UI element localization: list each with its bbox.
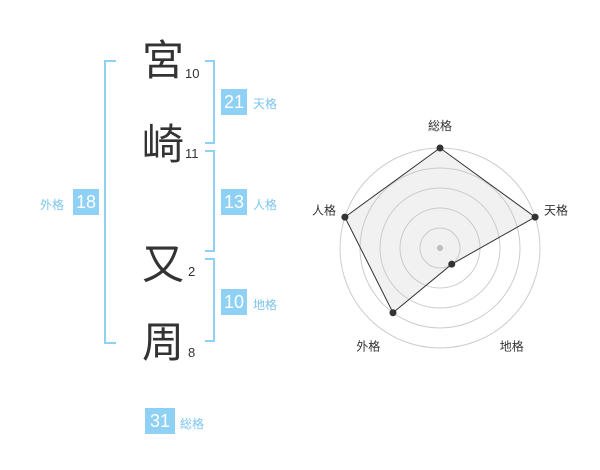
radar-data-polygon — [344, 147, 537, 314]
given-char-2: 周 — [142, 318, 185, 367]
gaikaku-value: 18 — [73, 189, 99, 215]
radar-point-1 — [436, 144, 444, 152]
chikaku-bracket — [205, 258, 215, 342]
tenkaku-bracket — [205, 60, 215, 144]
radar-axis-label-5: 人格 — [312, 202, 336, 217]
chikaku-value: 10 — [221, 289, 247, 315]
tenkaku-value: 21 — [221, 89, 247, 115]
stroke-count-4: 8 — [188, 345, 196, 360]
radar-axis-label-2: 天格 — [544, 202, 568, 217]
chikaku-label: 地格 — [253, 298, 278, 312]
radar-axis-label-4: 外格 — [356, 339, 380, 354]
radar-ring-1 — [419, 227, 461, 269]
radar-point-2 — [531, 213, 539, 221]
radar-axis-label-3: 地格 — [500, 339, 524, 354]
gaikaku-bracket — [104, 60, 116, 344]
jinkaku-bracket — [205, 150, 215, 252]
radar-center-dot — [437, 245, 443, 251]
stroke-count-1: 10 — [185, 66, 200, 81]
soukaku-value: 31 — [145, 408, 175, 434]
stroke-count-2: 11 — [185, 146, 199, 161]
tenkaku-label: 天格 — [253, 97, 278, 111]
radar-point-3 — [448, 260, 456, 268]
stroke-count-3: 2 — [188, 264, 196, 279]
gaikaku-label: 外格 — [40, 198, 65, 212]
given-char-1: 又 — [142, 240, 185, 289]
radar-ring-3 — [379, 187, 501, 309]
radar-point-5 — [341, 213, 349, 221]
jinkaku-value: 13 — [221, 189, 247, 215]
surname-char-2: 崎 — [142, 120, 185, 169]
surname-char-1: 宮 — [142, 36, 185, 85]
jinkaku-label: 人格 — [253, 198, 278, 212]
radar-point-4 — [389, 309, 397, 317]
radar-axis-label-1: 総格 — [428, 118, 452, 133]
soukaku-label: 総格 — [180, 417, 205, 431]
